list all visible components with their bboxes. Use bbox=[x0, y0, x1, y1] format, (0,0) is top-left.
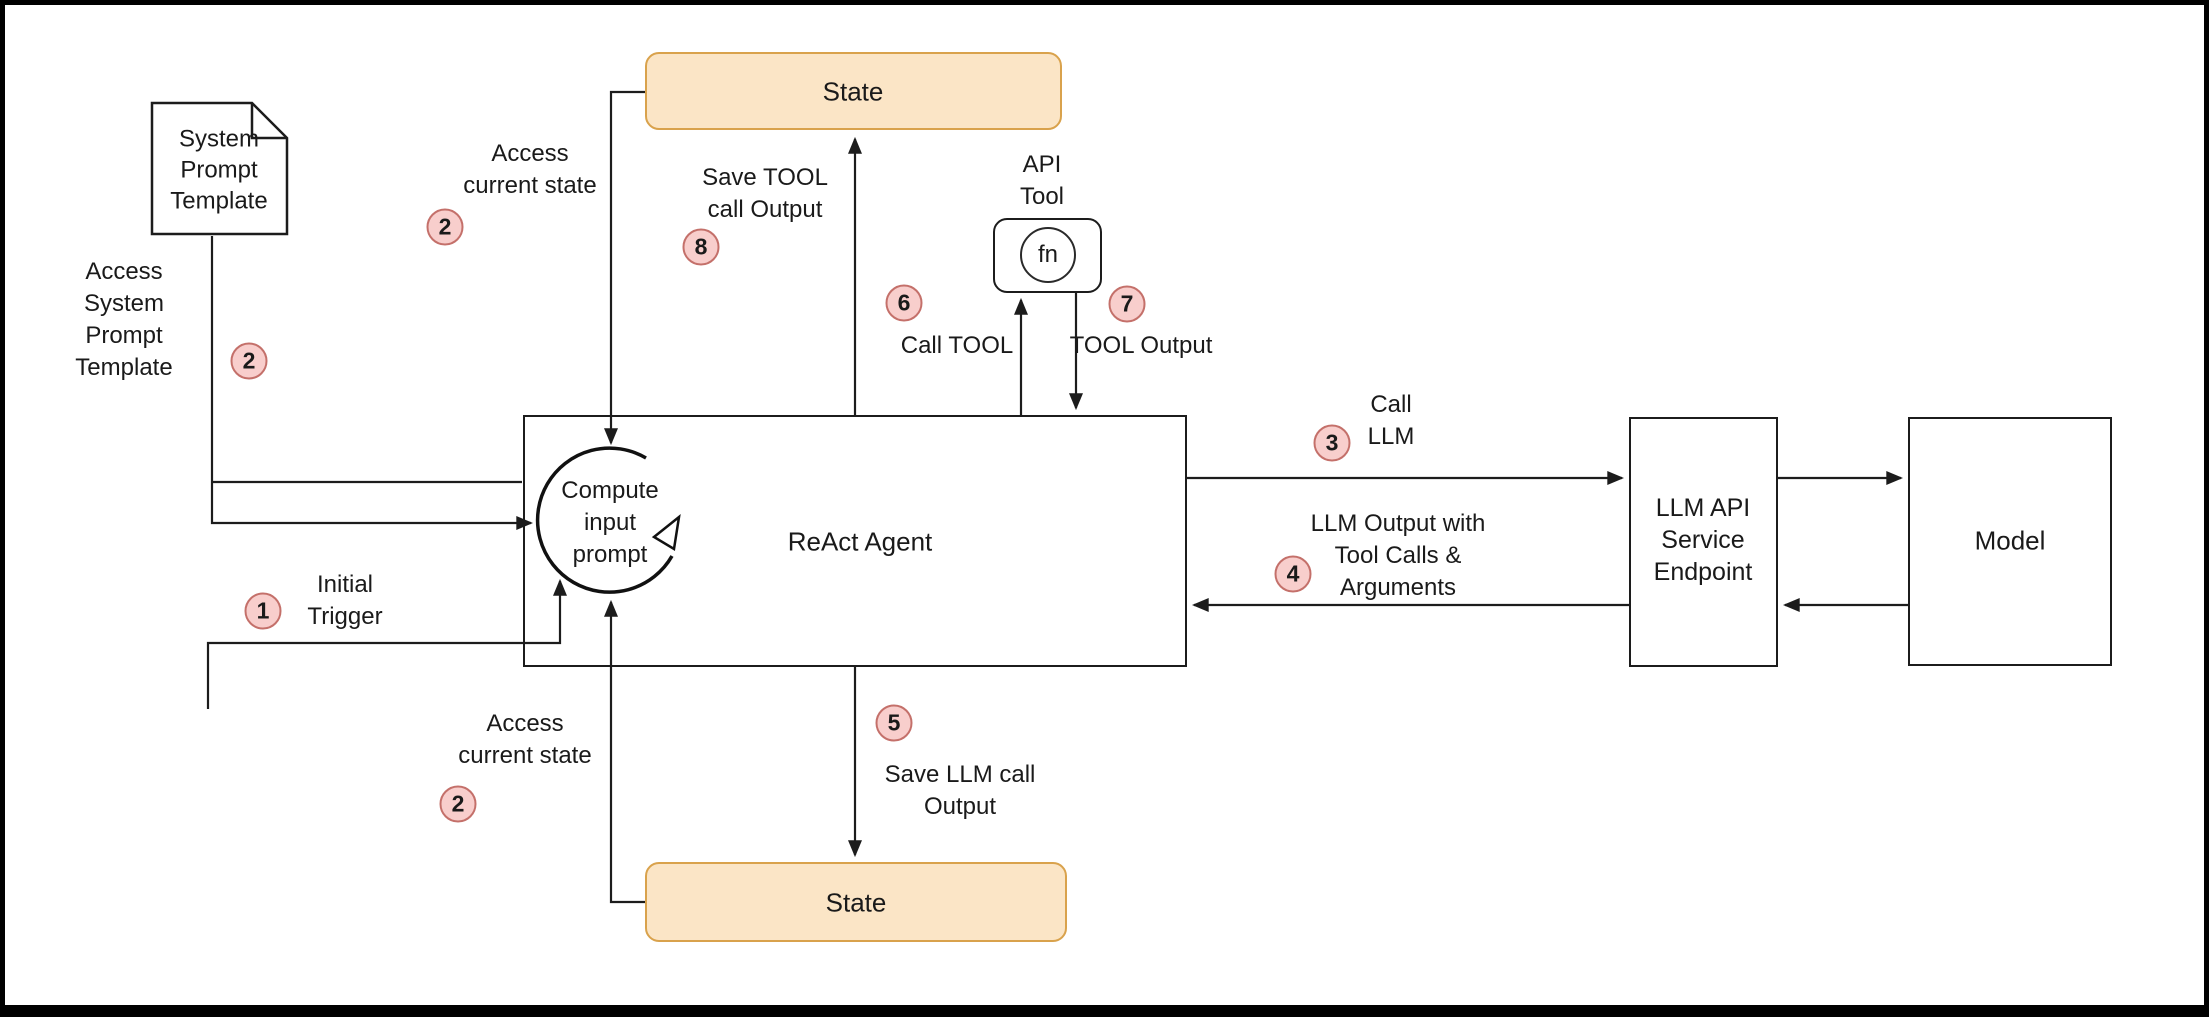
access-system-prompt-label: Access System Prompt Template bbox=[75, 258, 173, 381]
save-tool-output-label: Save TOOL call Output bbox=[702, 164, 828, 223]
model-label: Model bbox=[1974, 525, 2046, 556]
step-badge-2-system-prompt: 2 bbox=[230, 342, 268, 380]
fn-circle bbox=[1020, 227, 1076, 283]
step-badge-3: 3 bbox=[1313, 424, 1351, 462]
edge-initial-trigger bbox=[206, 578, 567, 709]
tool-output-label: TOOL Output bbox=[1069, 332, 1213, 359]
step-badge-5: 5 bbox=[875, 704, 913, 742]
step-badge-1: 1 bbox=[244, 592, 282, 630]
model-node bbox=[1908, 417, 2112, 666]
state-bottom-node bbox=[645, 862, 1067, 942]
call-llm-label: Call LLM bbox=[1367, 391, 1415, 450]
access-state-bottom-label: Access current state bbox=[458, 710, 592, 769]
llm-output-label: LLM Output with Tool Calls & Arguments bbox=[1310, 510, 1486, 601]
compute-loop-label: Compute input prompt bbox=[561, 477, 659, 568]
document-shape-icon bbox=[150, 101, 289, 236]
access-state-top-label: Access current state bbox=[463, 140, 597, 199]
edge-access-state-top bbox=[604, 90, 645, 446]
llm-api-endpoint-label: LLM API Service Endpoint bbox=[1653, 494, 1753, 586]
fn-label: fn bbox=[1037, 241, 1059, 268]
step-badge-8: 8 bbox=[682, 228, 720, 266]
edge-access-system-prompt bbox=[210, 236, 534, 530]
react-agent-node bbox=[523, 415, 1187, 667]
react-agent-label: ReAct Agent bbox=[787, 526, 933, 557]
step-badge-2-state-top: 2 bbox=[426, 208, 464, 246]
step-badge-6: 6 bbox=[885, 284, 923, 322]
edge-access-state-bottom bbox=[604, 599, 645, 904]
compute-loop-icon bbox=[535, 446, 681, 594]
state-top-label: State bbox=[822, 76, 884, 107]
step-badge-2-state-bottom: 2 bbox=[439, 785, 477, 823]
initial-trigger-label: Initial Trigger bbox=[307, 571, 383, 630]
state-bottom-label: State bbox=[825, 887, 887, 918]
system-prompt-template-label: System Prompt Template bbox=[170, 125, 268, 215]
llm-api-endpoint-node bbox=[1629, 417, 1778, 667]
api-tool-label: API Tool bbox=[1019, 151, 1065, 210]
step-badge-4: 4 bbox=[1274, 555, 1312, 593]
call-tool-label: Call TOOL bbox=[900, 332, 1014, 359]
save-llm-output-label: Save LLM call Output bbox=[884, 761, 1036, 820]
state-top-node bbox=[645, 52, 1062, 130]
step-badge-7: 7 bbox=[1108, 285, 1146, 323]
